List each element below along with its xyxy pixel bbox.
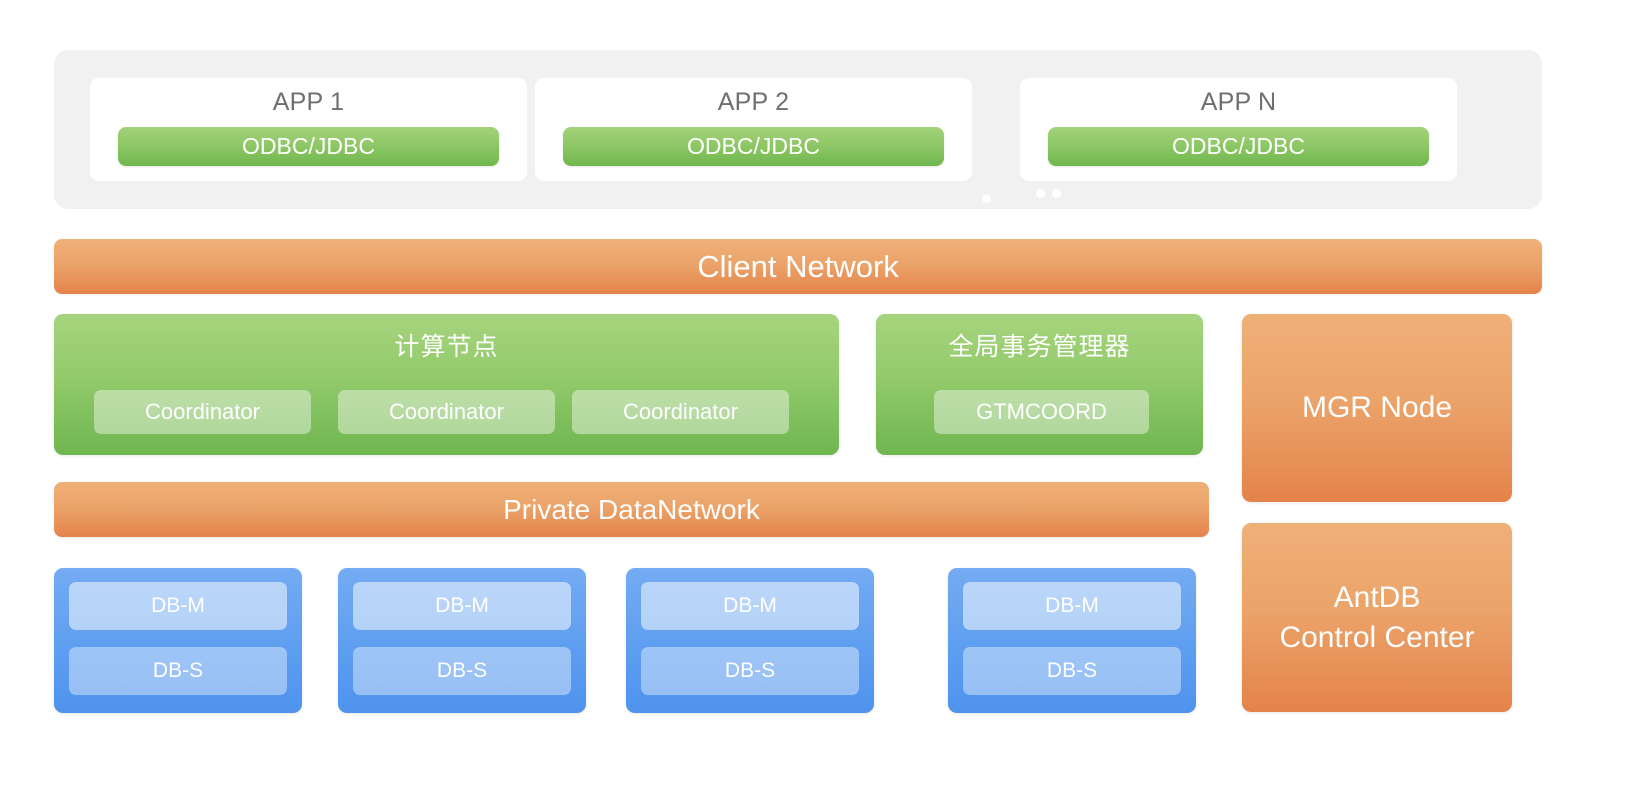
mgr-node-box[interactable]: MGR Node [1242,314,1512,502]
db-group-4: DB-M DB-S [948,568,1196,713]
db-master-4[interactable]: DB-M [963,582,1181,630]
antdb-control-center-box[interactable]: AntDB Control Center [1242,523,1512,712]
coordinator-node-1[interactable]: Coordinator [94,390,311,434]
app-title-2: APP 2 [717,88,790,116]
control-center-line-1: AntDB [1333,580,1421,614]
db-group-2: DB-M DB-S [338,568,586,713]
control-center-line-2: Control Center [1279,620,1475,654]
mgr-node-label: MGR Node [1301,391,1453,424]
client-network-bar: Client Network [54,239,1542,294]
app-title-1: APP 1 [272,88,345,116]
ellipsis-dot-1 [1036,189,1045,198]
odbc-jdbc-connector-1[interactable]: ODBC/JDBC [118,127,499,166]
odbc-jdbc-connector-n[interactable]: ODBC/JDBC [1048,127,1429,166]
db-slave-3[interactable]: DB-S [641,647,859,695]
ellipsis-dots-icon [1036,189,1070,199]
gtm-title: 全局事务管理器 [948,333,1131,361]
compute-node-title: 计算节点 [394,333,499,361]
db-master-3[interactable]: DB-M [641,582,859,630]
application-tier-panel: APP 1 ODBC/JDBC APP 2 ODBC/JDBC APP N OD… [54,50,1542,209]
app-card-1[interactable]: APP 1 ODBC/JDBC [90,78,527,181]
global-transaction-manager-group: 全局事务管理器 GTMCOORD [876,314,1203,455]
app-card-2[interactable]: APP 2 ODBC/JDBC [535,78,972,181]
app-card-n[interactable]: APP N ODBC/JDBC [1020,78,1457,181]
ellipsis-dot-2 [1052,189,1061,198]
db-group-1: DB-M DB-S [54,568,302,713]
db-master-2[interactable]: DB-M [353,582,571,630]
db-master-1[interactable]: DB-M [69,582,287,630]
control-center-label-wrap: AntDB Control Center [1279,578,1474,658]
db-slave-4[interactable]: DB-S [963,647,1181,695]
app-title-n: APP N [1200,88,1277,116]
private-data-network-bar: Private DataNetwork [54,482,1209,537]
db-slave-1[interactable]: DB-S [69,647,287,695]
odbc-jdbc-connector-2[interactable]: ODBC/JDBC [563,127,944,166]
ellipsis-dot-3 [982,194,991,203]
compute-node-group: 计算节点 Coordinator Coordinator Coordinator [54,314,839,455]
gtmcoord-node[interactable]: GTMCOORD [934,390,1149,434]
coordinator-node-2[interactable]: Coordinator [338,390,555,434]
coordinator-node-3[interactable]: Coordinator [572,390,789,434]
db-slave-2[interactable]: DB-S [353,647,571,695]
db-group-3: DB-M DB-S [626,568,874,713]
